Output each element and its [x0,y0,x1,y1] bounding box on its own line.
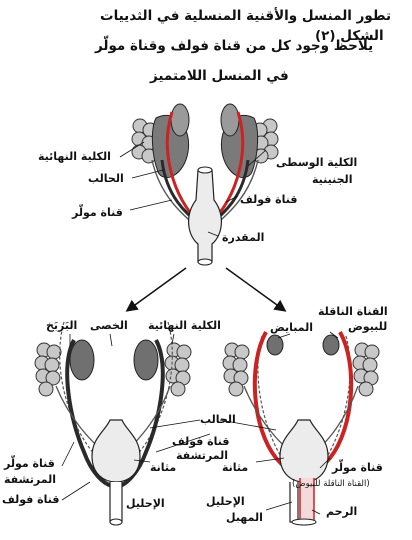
top-cloaca [188,169,222,263]
female-kidney-right [352,342,380,397]
male-kidney-left [34,342,62,397]
male-wolff-duct-right [119,339,165,488]
male-kidney-right [164,342,192,397]
label-top-mesonephros-line-1: الكلية الوسطى [276,156,358,169]
female-ovary-left [266,334,284,356]
male-urethra [109,482,123,523]
male-wolff-duct-left [65,339,113,488]
label-female-uterus: الرحم [326,505,358,518]
label-female-ovaries: المبايض [270,321,314,334]
arrow-to-female [225,267,287,312]
label-center-bladder-right: مثانة [222,461,249,474]
label-top-muller-duct: قناة مولّر [72,206,123,219]
female-bladder [279,419,329,483]
label-top-kidney-final: الكلية النهائية [38,150,111,163]
label-top-cloaca: المقدرة [222,231,265,244]
leader-lines [61,141,339,515]
label-male-urethra: الإحليل [126,497,165,510]
female-kidney-left [222,342,250,397]
label-top-mesonephros-line-2: الجنينية [312,173,353,186]
label-center-wolff-line-1: قناة فولف [172,435,230,448]
label-male-testis: الخصى [90,319,128,332]
label-female-muller-duct: قناة مولّر [332,461,383,474]
female-diagram [222,331,380,526]
label-female-urethra: الإحليل [206,495,245,508]
arrow-to-male [125,267,187,312]
figure-label: الشكل (٢) [315,28,384,44]
label-center-wolff-line-2: المرتشفة [176,449,229,462]
top-undifferentiated-diagram [131,103,279,266]
label-male-muller-line-2: المرتشفة [4,473,57,486]
label-top-ureter: الحالب [88,172,124,185]
label-female-vagina: المهبل [226,511,263,524]
top-gonad-left [170,103,190,137]
label-male-muller-line-1: قناة مولّر [4,457,55,470]
male-diagram [34,321,192,526]
label-female-muller-note: (القناة الناقلة للبيوض) [292,479,370,489]
figure-title-line-2: يلاحظ وجود كل من قناة فولف وقناة مولّر [95,38,374,54]
male-testis-left [69,339,95,381]
label-male-kidney-final: الكلية النهائية [148,319,221,332]
label-top-wolff-duct: قناة فولف [240,193,298,206]
male-regressed-muller-left [59,321,105,465]
label-male-epididymis: البَربَخ [46,319,78,332]
label-male-wolff-duct: قناة فولف [2,493,60,506]
figure-title-line-1: تطور المنسل والأقنية المنسلية في الثدييا… [100,8,392,24]
female-ovary-right [322,334,340,356]
label-female-oviduct-line-2: للبيوض [348,320,388,333]
male-testis-right [133,339,159,381]
label-female-oviduct-line-1: القناة الناقلة [318,305,388,318]
figure-title-line-3: في المنسل اللامتميز [150,68,289,84]
top-gonad-right [220,103,240,137]
male-regressed-muller-right [127,321,173,465]
male-bladder [91,419,141,483]
label-center-ureter: الحالب [200,413,236,426]
label-center-bladder-left: مثانة [150,461,177,474]
